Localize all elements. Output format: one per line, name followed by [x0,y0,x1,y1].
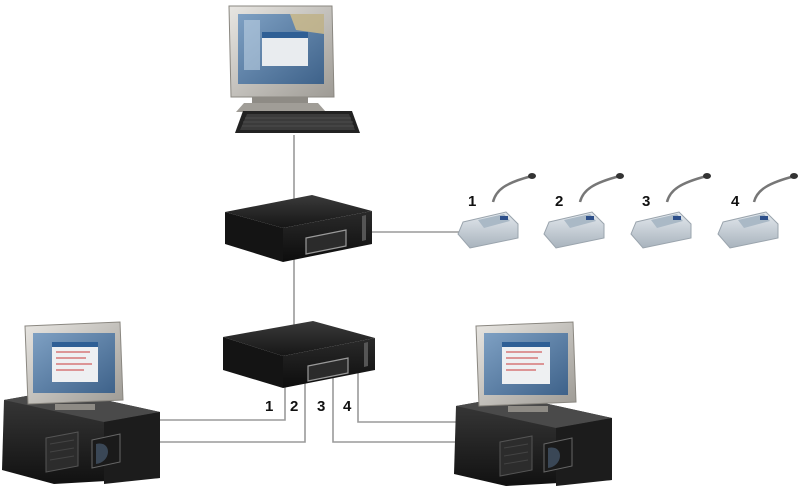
microphone-1 [457,173,536,249]
microphone-3 [630,173,711,249]
mic-label-3: 3 [642,193,650,210]
microphone-4 [717,173,798,249]
port-label-1: 1 [265,398,273,415]
keyboard-icon [235,111,360,133]
central-unit-extension [223,321,375,388]
connection-wires [150,135,462,443]
central-unit-main [225,195,372,262]
port-label-3: 3 [317,398,325,415]
workstation-right [454,321,612,486]
monitor-icon [475,321,577,412]
monitor-icon [24,321,124,410]
wire-port-4 [357,372,458,423]
wire-port-2 [150,378,306,443]
mic-label-1: 1 [468,193,476,210]
wire-port-1 [150,378,286,421]
workstation-left [2,321,160,484]
control-pc [228,5,360,133]
port-label-2: 2 [290,398,298,415]
mic-label-4: 4 [731,193,740,210]
port-label-4: 4 [343,398,352,415]
microphone-2 [543,173,624,249]
monitor-icon [228,5,335,112]
mic-label-2: 2 [555,193,563,210]
wire-port-3 [332,375,458,443]
